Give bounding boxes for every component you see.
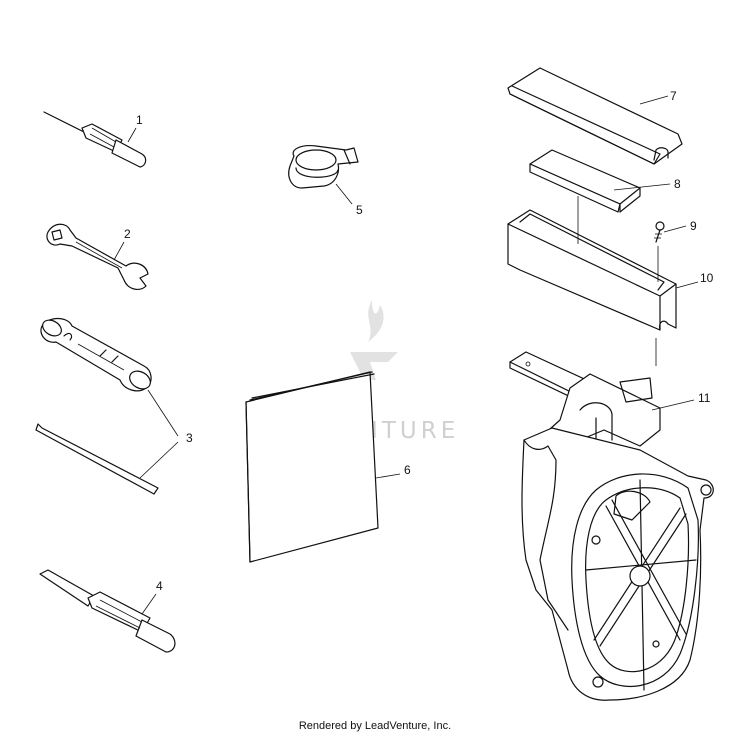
footer-credit: Rendered by LeadVenture, Inc. [298,720,452,732]
part-fan-housing[interactable] [509,351,714,701]
callout-7: 7 [670,89,677,103]
part-tape-roll[interactable] [288,145,359,189]
part-screw[interactable] [654,221,665,243]
part-screwdriver-large[interactable] [39,569,176,653]
callout-9: 9 [690,219,697,233]
callout-3: 3 [186,431,193,445]
callout-1: 1 [136,113,143,127]
part-air-filter[interactable] [529,149,641,213]
part-airbox-cover[interactable] [507,67,683,165]
callout-4: 4 [156,579,163,593]
leader-lines [113,95,699,615]
callout-5: 5 [356,203,363,217]
part-airbox[interactable] [507,196,677,366]
part-socket-wrench[interactable] [40,317,154,392]
part-screwdriver-small[interactable] [43,111,147,168]
part-tommy-bar[interactable] [35,423,159,495]
part-wrench[interactable] [46,223,149,290]
callout-6: 6 [404,463,411,477]
callout-8: 8 [674,177,681,191]
callout-11: 11 [698,391,711,405]
callout-10: 10 [700,271,714,285]
callout-2: 2 [124,227,131,241]
part-owners-manual[interactable] [245,371,379,563]
